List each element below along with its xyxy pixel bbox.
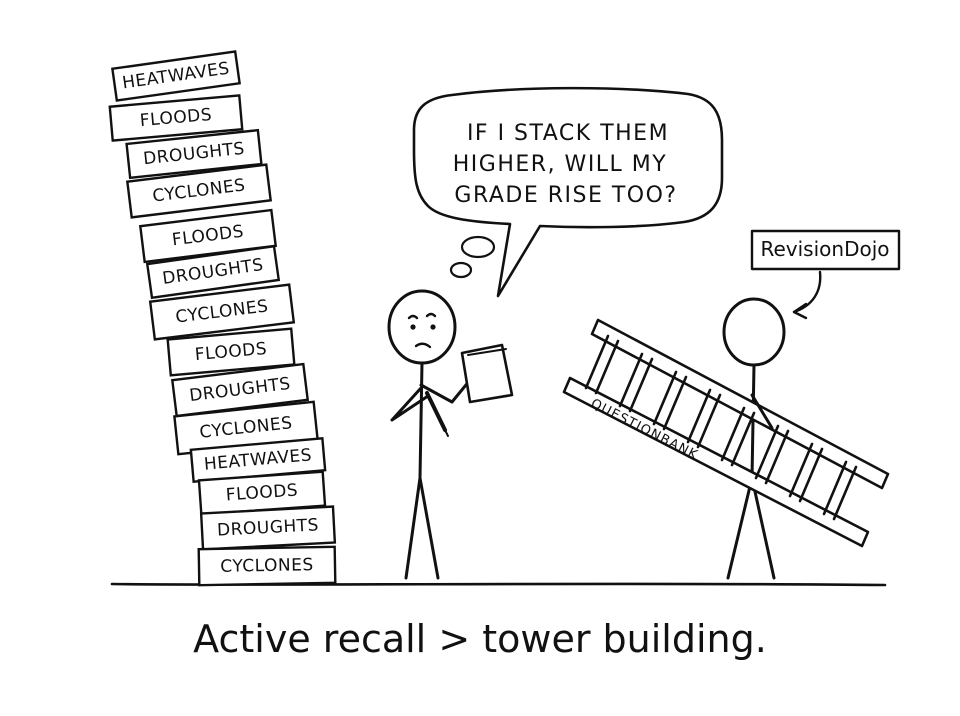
- bubble-line-2: HIGHER, WILL MY: [453, 152, 667, 177]
- dojo-arm: [750, 393, 774, 430]
- thought-puff-small: [449, 261, 473, 279]
- thought-puff-large: [460, 235, 496, 259]
- tag-label: RevisionDojo: [760, 237, 889, 261]
- tag-arrow: [792, 270, 822, 314]
- bubble-line-1: IF I STACK THEM: [467, 121, 669, 146]
- student-head: [387, 289, 457, 365]
- student-figure: [387, 289, 514, 580]
- questionbank-ladder: QUESTIONBANK: [562, 318, 890, 548]
- ladder-label: QUESTIONBANK: [588, 396, 700, 463]
- revisiondojo-tag: RevisionDojo: [750, 229, 901, 320]
- dojo-figure: [722, 297, 786, 580]
- dojo-figure-head: [722, 297, 786, 367]
- speech-bubble: IF I STACK THEM HIGHER, WILL MY GRADE RI…: [412, 86, 724, 298]
- notepad-icon: [460, 343, 514, 404]
- caption: Active recall > tower building.: [193, 617, 767, 661]
- bubble-line-3: GRADE RISE TOO?: [454, 183, 677, 208]
- pencil-icon: [425, 391, 447, 432]
- box-tower: HEATWAVES FLOODS DROUGHTS CYCLONES FLOOD…: [108, 50, 337, 587]
- tower-box-label: CYCLONES: [220, 555, 314, 577]
